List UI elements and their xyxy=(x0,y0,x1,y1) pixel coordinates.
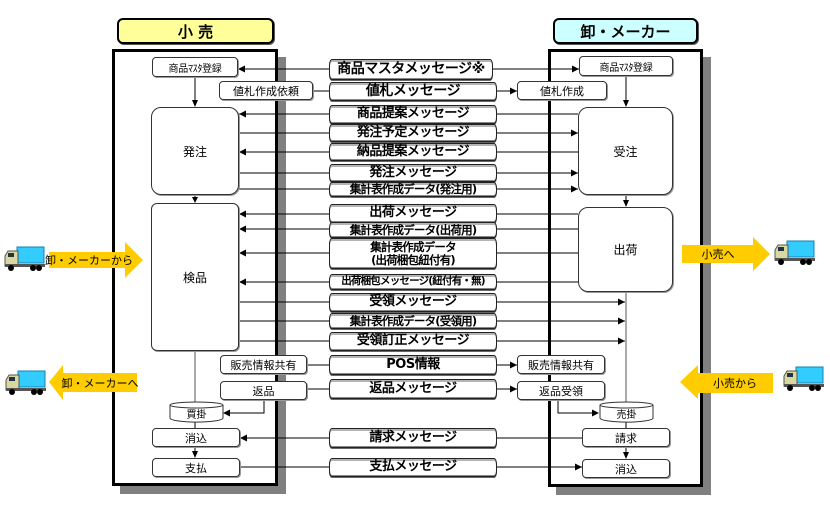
retail-outbound-label: 卸・メーカーへ xyxy=(61,376,139,390)
flow-returns-to-payable xyxy=(229,400,265,414)
message-delivery-proposal: 納品提案メッセージ xyxy=(329,143,497,161)
arrowhead-left xyxy=(239,278,246,286)
wholesale-reconciliation-box: 消込 xyxy=(582,459,670,478)
arrowhead-right xyxy=(571,169,578,177)
wholesale-price-tag-creation-box: 値札作成 xyxy=(517,81,607,100)
arrowhead-right xyxy=(510,87,517,95)
arrowhead-down xyxy=(192,100,198,107)
wholesale-internal-arrowheads xyxy=(592,100,629,459)
message-payment: 支払メッセージ xyxy=(329,458,497,477)
retail-payment-box: 支払 xyxy=(152,458,240,477)
arrowhead-down xyxy=(623,200,629,207)
message-product-master: 商品マスタメッセージ※ xyxy=(329,59,493,80)
wholesale-outbound-label: 小売へ xyxy=(701,248,735,261)
arrowhead-down xyxy=(192,197,198,203)
wholesale-billing-box: 請求 xyxy=(582,428,670,447)
wholesale-lane-title: 卸・メーカー xyxy=(553,18,698,44)
arrowhead-right xyxy=(571,185,578,193)
truck-icon xyxy=(783,366,824,391)
arrowhead-left xyxy=(223,409,230,417)
message-order-forecast: 発注予定メッセージ xyxy=(329,124,497,142)
retail-inbound-label: 卸・メーカーから xyxy=(45,254,133,267)
wholesale-order-receipt-box: 受注 xyxy=(578,107,673,195)
retail-inspection-box: 検品 xyxy=(151,203,239,351)
database-cylinder-icon xyxy=(169,401,224,423)
retail-accounts-payable-cylinder: 買掛 xyxy=(169,401,224,423)
wholesale-return-receipt-box: 返品受領 xyxy=(517,381,605,400)
arrowhead-down xyxy=(192,451,198,458)
retail-product-master-box: 商品ﾏｽﾀ登録 xyxy=(152,57,238,77)
wholesale-outbound-arrow xyxy=(682,237,770,271)
arrowhead-left xyxy=(239,249,246,257)
message-receipt-correction: 受領訂正メッセージ xyxy=(329,332,497,351)
flow-return-receipt-to-receivable xyxy=(557,400,593,414)
message-receipt: 受領メッセージ xyxy=(329,293,497,312)
message-product-proposal: 商品提案メッセージ xyxy=(329,105,497,124)
wholesale-accounts-receivable-cylinder: 売掛 xyxy=(599,401,654,423)
retail-returns-box: 返品 xyxy=(220,381,307,400)
retail-accounts-payable-label: 買掛 xyxy=(186,410,207,421)
truck-icon xyxy=(774,240,815,265)
message-summary-data-order: 集計表作成データ(発注用) xyxy=(329,182,497,197)
message-summary-data-receipt: 集計表作成データ(受領用) xyxy=(329,313,497,329)
wholesale-shipping-box: 出荷 xyxy=(578,207,673,292)
arrowhead-right xyxy=(572,65,579,73)
retail-sales-info-box: 販売情報共有 xyxy=(220,355,307,374)
arrowhead-left xyxy=(239,148,246,156)
message-price-tag: 値札メッセージ xyxy=(329,82,497,101)
arrowhead-right xyxy=(510,385,517,393)
retail-outbound-arrow xyxy=(49,365,137,400)
message-order: 発注メッセージ xyxy=(329,164,497,182)
arrowhead-down xyxy=(623,100,629,107)
arrowhead-right xyxy=(510,361,517,369)
message-returns: 返品メッセージ xyxy=(329,379,497,399)
arrowhead-right xyxy=(618,298,625,306)
arrowhead-right xyxy=(592,409,599,417)
arrowhead-right xyxy=(575,463,582,471)
arrowhead-right xyxy=(571,129,578,137)
arrowhead-right xyxy=(618,317,625,325)
arrowhead-left xyxy=(239,225,246,233)
message-pos-info: POS情報 xyxy=(329,355,497,375)
arrowhead-left xyxy=(238,65,245,73)
message-summary-data-packing-linked: 集計表作成データ (出荷梱包紐付有) xyxy=(329,238,497,269)
arrowhead-left xyxy=(239,110,246,118)
arrowhead-down xyxy=(623,452,629,459)
retail-price-tag-request-box: 値札作成依頼 xyxy=(219,81,313,100)
retail-ordering-box: 発注 xyxy=(151,107,239,195)
message-billing: 請求メッセージ xyxy=(329,428,497,448)
truck-icon xyxy=(5,370,46,395)
wholesale-inbound-arrow xyxy=(680,365,773,399)
wholesale-lane-frame xyxy=(548,49,703,487)
wholesale-product-master-box: 商品ﾏｽﾀ登録 xyxy=(579,56,673,76)
database-cylinder-icon xyxy=(599,401,654,423)
wholesale-sales-info-box: 販売情報共有 xyxy=(517,355,605,374)
arrowhead-left xyxy=(239,210,246,218)
arrowhead-left xyxy=(240,434,247,442)
arrowhead-right xyxy=(618,337,625,345)
retail-inbound-arrow xyxy=(49,242,143,278)
truck-icon xyxy=(4,246,45,271)
message-shipment-packing: 出荷梱包メッセージ(紐付有・無) xyxy=(329,274,497,290)
message-shipment: 出荷メッセージ xyxy=(329,204,497,223)
message-summary-data-shipment: 集計表作成データ(出荷用) xyxy=(329,222,497,238)
wholesale-inbound-label: 小売から xyxy=(713,377,757,390)
retail-internal-arrowheads xyxy=(192,100,230,458)
wholesale-accounts-receivable-label: 売掛 xyxy=(616,410,637,421)
retail-lane-title: 小 売 xyxy=(117,18,274,44)
retail-reconciliation-box: 消込 xyxy=(152,428,240,447)
